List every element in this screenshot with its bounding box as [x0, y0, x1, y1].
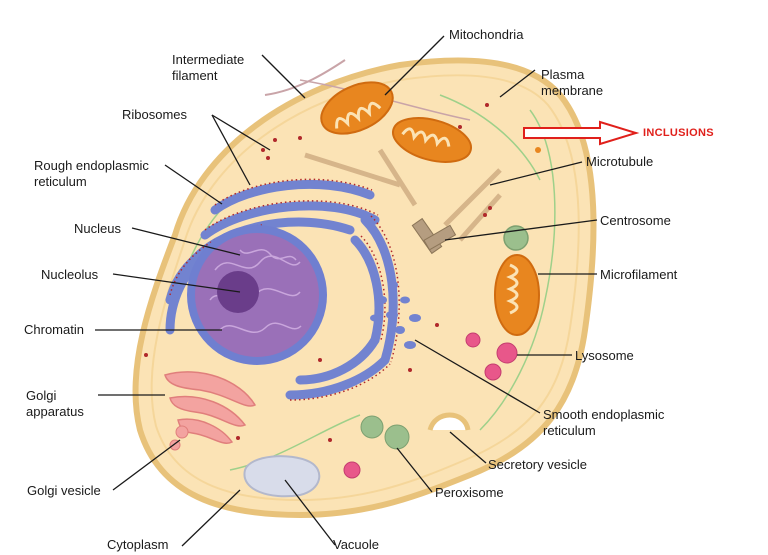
- microtubule-shape: [443, 168, 502, 227]
- label-golgi-apparatus-2: apparatus: [26, 404, 84, 419]
- intermediate-filament-shape: [264, 59, 346, 96]
- inclusions-arrow: [523, 120, 640, 146]
- label-lysosome: Lysosome: [575, 348, 634, 363]
- label-plasma-membrane-1: Plasma: [541, 67, 585, 82]
- label-nucleolus: Nucleolus: [41, 267, 99, 282]
- label-cytoplasm: Cytoplasm: [107, 537, 169, 552]
- label-rough-er-2: reticulum: [34, 174, 87, 189]
- label-golgi-vesicle: Golgi vesicle: [27, 483, 101, 498]
- golgi-apparatus-shape: [164, 371, 257, 444]
- peroxisome-shape: [384, 424, 410, 450]
- rough-er-shape: [165, 179, 398, 400]
- label-nucleus: Nucleus: [74, 221, 121, 236]
- label-ribosomes: Ribosomes: [122, 107, 188, 122]
- mitochondrion-2: [392, 117, 472, 163]
- mitochondrion-1: [320, 81, 394, 135]
- label-smooth-er-1: Smooth endoplasmic: [543, 407, 665, 422]
- label-microtubule: Microtubule: [586, 154, 654, 169]
- label-centrosome: Centrosome: [600, 213, 671, 228]
- smooth-er-shape: [370, 281, 421, 349]
- label-microfilament: Microfilament: [600, 267, 678, 282]
- label-plasma-membrane-2: membrane: [541, 83, 604, 98]
- lysosome-shape: [496, 342, 518, 364]
- vacuole-shape: [243, 455, 321, 498]
- secretory-vesicle-shape: [427, 412, 471, 431]
- ribosome-dots: [144, 103, 492, 442]
- label-mitochondria: Mitochondria: [449, 27, 524, 42]
- label-intermediate-filament-2: filament: [172, 68, 218, 83]
- centrosome-shape: [411, 217, 457, 255]
- mitochondrion-3: [494, 254, 540, 336]
- label-peroxisome: Peroxisome: [435, 485, 504, 500]
- label-rough-er-1: Rough endoplasmic: [34, 158, 149, 173]
- golgi-vesicle-shape: [175, 425, 189, 439]
- label-vacuole: Vacuole: [333, 537, 380, 552]
- label-smooth-er-2: reticulum: [543, 423, 596, 438]
- label-intermediate-filament-1: Intermediate: [172, 52, 245, 67]
- label-inclusions: INCLUSIONS: [643, 127, 714, 139]
- label-chromatin: Chromatin: [24, 322, 84, 337]
- label-golgi-apparatus-1: Golgi: [26, 388, 57, 403]
- label-secretory-vesicle: Secretory vesicle: [488, 457, 587, 472]
